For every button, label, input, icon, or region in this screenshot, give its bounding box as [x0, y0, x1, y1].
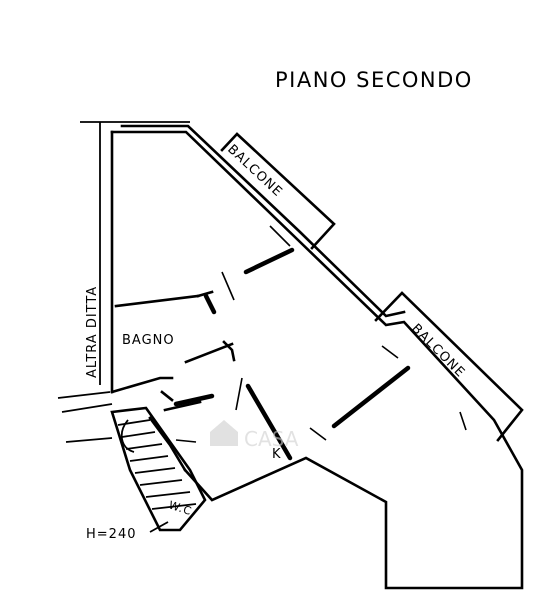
house-icon [210, 420, 238, 446]
balcony-right [374, 291, 524, 442]
plan-title: PIANO SECONDO [275, 68, 473, 92]
label-kitchen: K [272, 447, 282, 462]
doors [173, 225, 467, 461]
label-wc: W.C. [167, 498, 198, 519]
staircase [110, 406, 207, 532]
exterior-walls [110, 124, 524, 590]
door-wc [173, 393, 215, 407]
balcony-top [220, 132, 336, 250]
door-bedroom [331, 365, 411, 429]
neighbor-boundary [57, 121, 190, 443]
door-living [243, 247, 295, 275]
label-neighbor: ALTRA DITTA [85, 286, 100, 378]
label-height: H=240 [86, 527, 136, 542]
watermark: CASA [210, 420, 299, 451]
label-bathroom: BAGNO [122, 333, 175, 348]
door-kitchen [245, 383, 293, 461]
watermark-text: CASA [244, 427, 299, 451]
label-balcony-right: BALCONE [408, 321, 468, 381]
door-bath [203, 293, 217, 315]
interior-walls [114, 290, 236, 412]
